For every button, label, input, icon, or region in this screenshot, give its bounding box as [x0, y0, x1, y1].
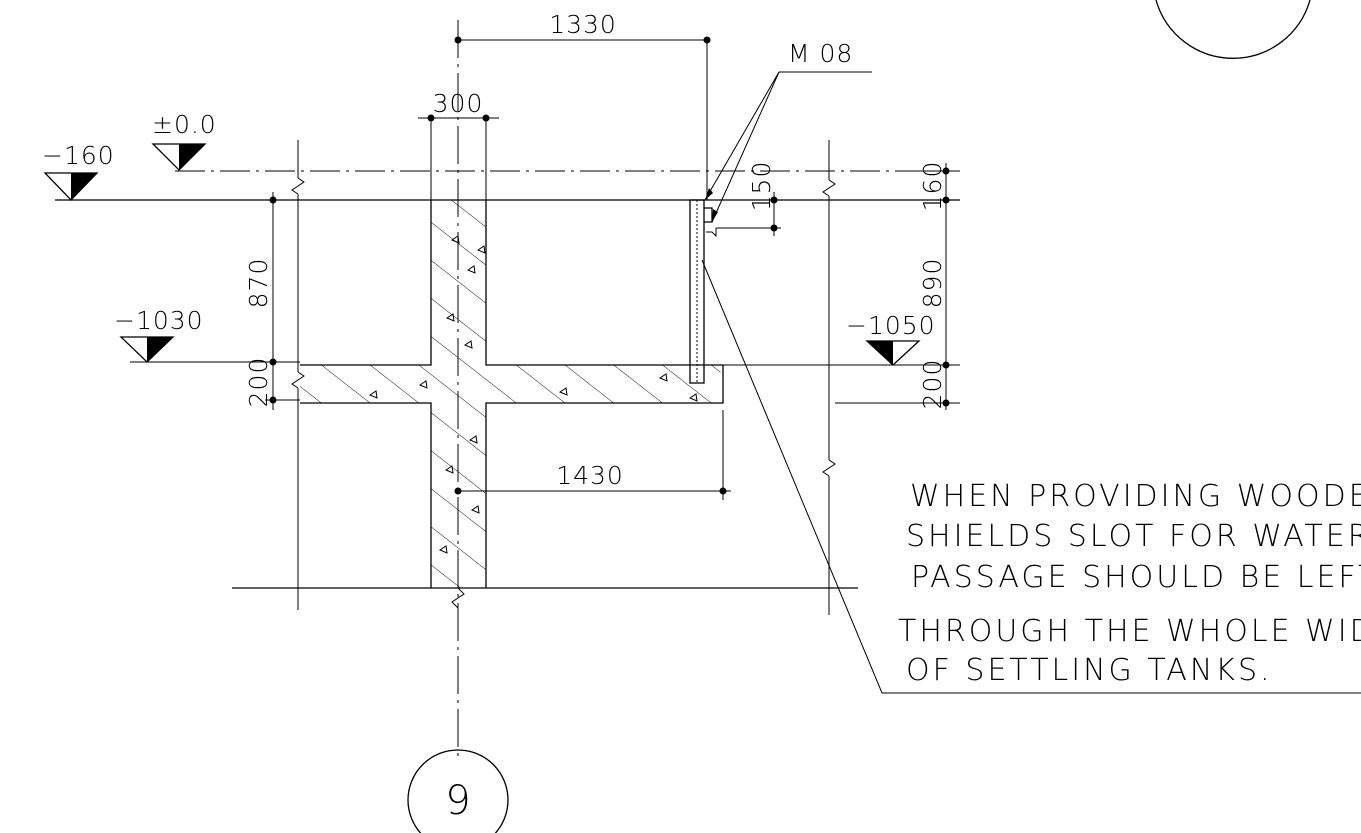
svg-text:890: 890 [918, 258, 947, 309]
svg-text:870: 870 [244, 258, 273, 309]
svg-text:−1050: −1050 [846, 311, 936, 340]
svg-text:1430: 1430 [556, 461, 624, 490]
detail-leader: M 08 [704, 39, 872, 223]
svg-text:OF SETTLING TANKS.: OF SETTLING TANKS. [906, 653, 1273, 688]
dim-top-1330: 1330 [454, 10, 711, 200]
break-lines [291, 140, 836, 615]
svg-text:−1030: −1030 [114, 306, 204, 335]
note-text: WHEN PROVIDING WOODEN SHIELDS SLOT FOR W… [898, 479, 1361, 688]
svg-text:PASSAGE SHOULD BE LEFT: PASSAGE SHOULD BE LEFT [911, 560, 1361, 595]
dim-left-vertical: 870 200 [244, 192, 300, 410]
concrete-section [300, 200, 724, 588]
level-symbol-left-top: −160 [42, 141, 115, 201]
dim-bracket-150: 150 [716, 161, 781, 236]
svg-text:WHEN PROVIDING WOODEN: WHEN PROVIDING WOODEN [910, 479, 1361, 514]
svg-text:200: 200 [244, 357, 273, 408]
wooden-shield [689, 199, 717, 384]
level-symbol-right-bottom: −1050 [846, 311, 936, 366]
svg-text:200: 200 [918, 359, 947, 410]
svg-text:SHIELDS SLOT FOR WATER: SHIELDS SLOT FOR WATER [906, 519, 1361, 554]
note-leader [701, 259, 1361, 694]
level-symbol-zero: ±0.0 [151, 110, 217, 171]
svg-text:1330: 1330 [549, 10, 617, 39]
dim-wall-300: 300 [418, 89, 499, 200]
svg-text:THROUGH THE WHOLE WIDTH: THROUGH THE WHOLE WIDTH [898, 614, 1361, 649]
reference-bubble [1155, 0, 1311, 59]
grid-label: 9 [445, 778, 470, 824]
svg-text:300: 300 [433, 89, 484, 118]
dim-right-vertical: 160 890 200 [918, 161, 955, 410]
level-symbol-left-bottom: −1030 [114, 306, 204, 363]
grid-bubble: 9 [407, 749, 509, 833]
svg-text:−160: −160 [42, 141, 115, 170]
svg-text:150: 150 [747, 161, 776, 212]
svg-text:±0.0: ±0.0 [152, 110, 217, 139]
detail-ref: M 08 [788, 39, 853, 68]
svg-text:160: 160 [918, 161, 947, 212]
dim-bottom-1430: 1430 [454, 410, 731, 500]
